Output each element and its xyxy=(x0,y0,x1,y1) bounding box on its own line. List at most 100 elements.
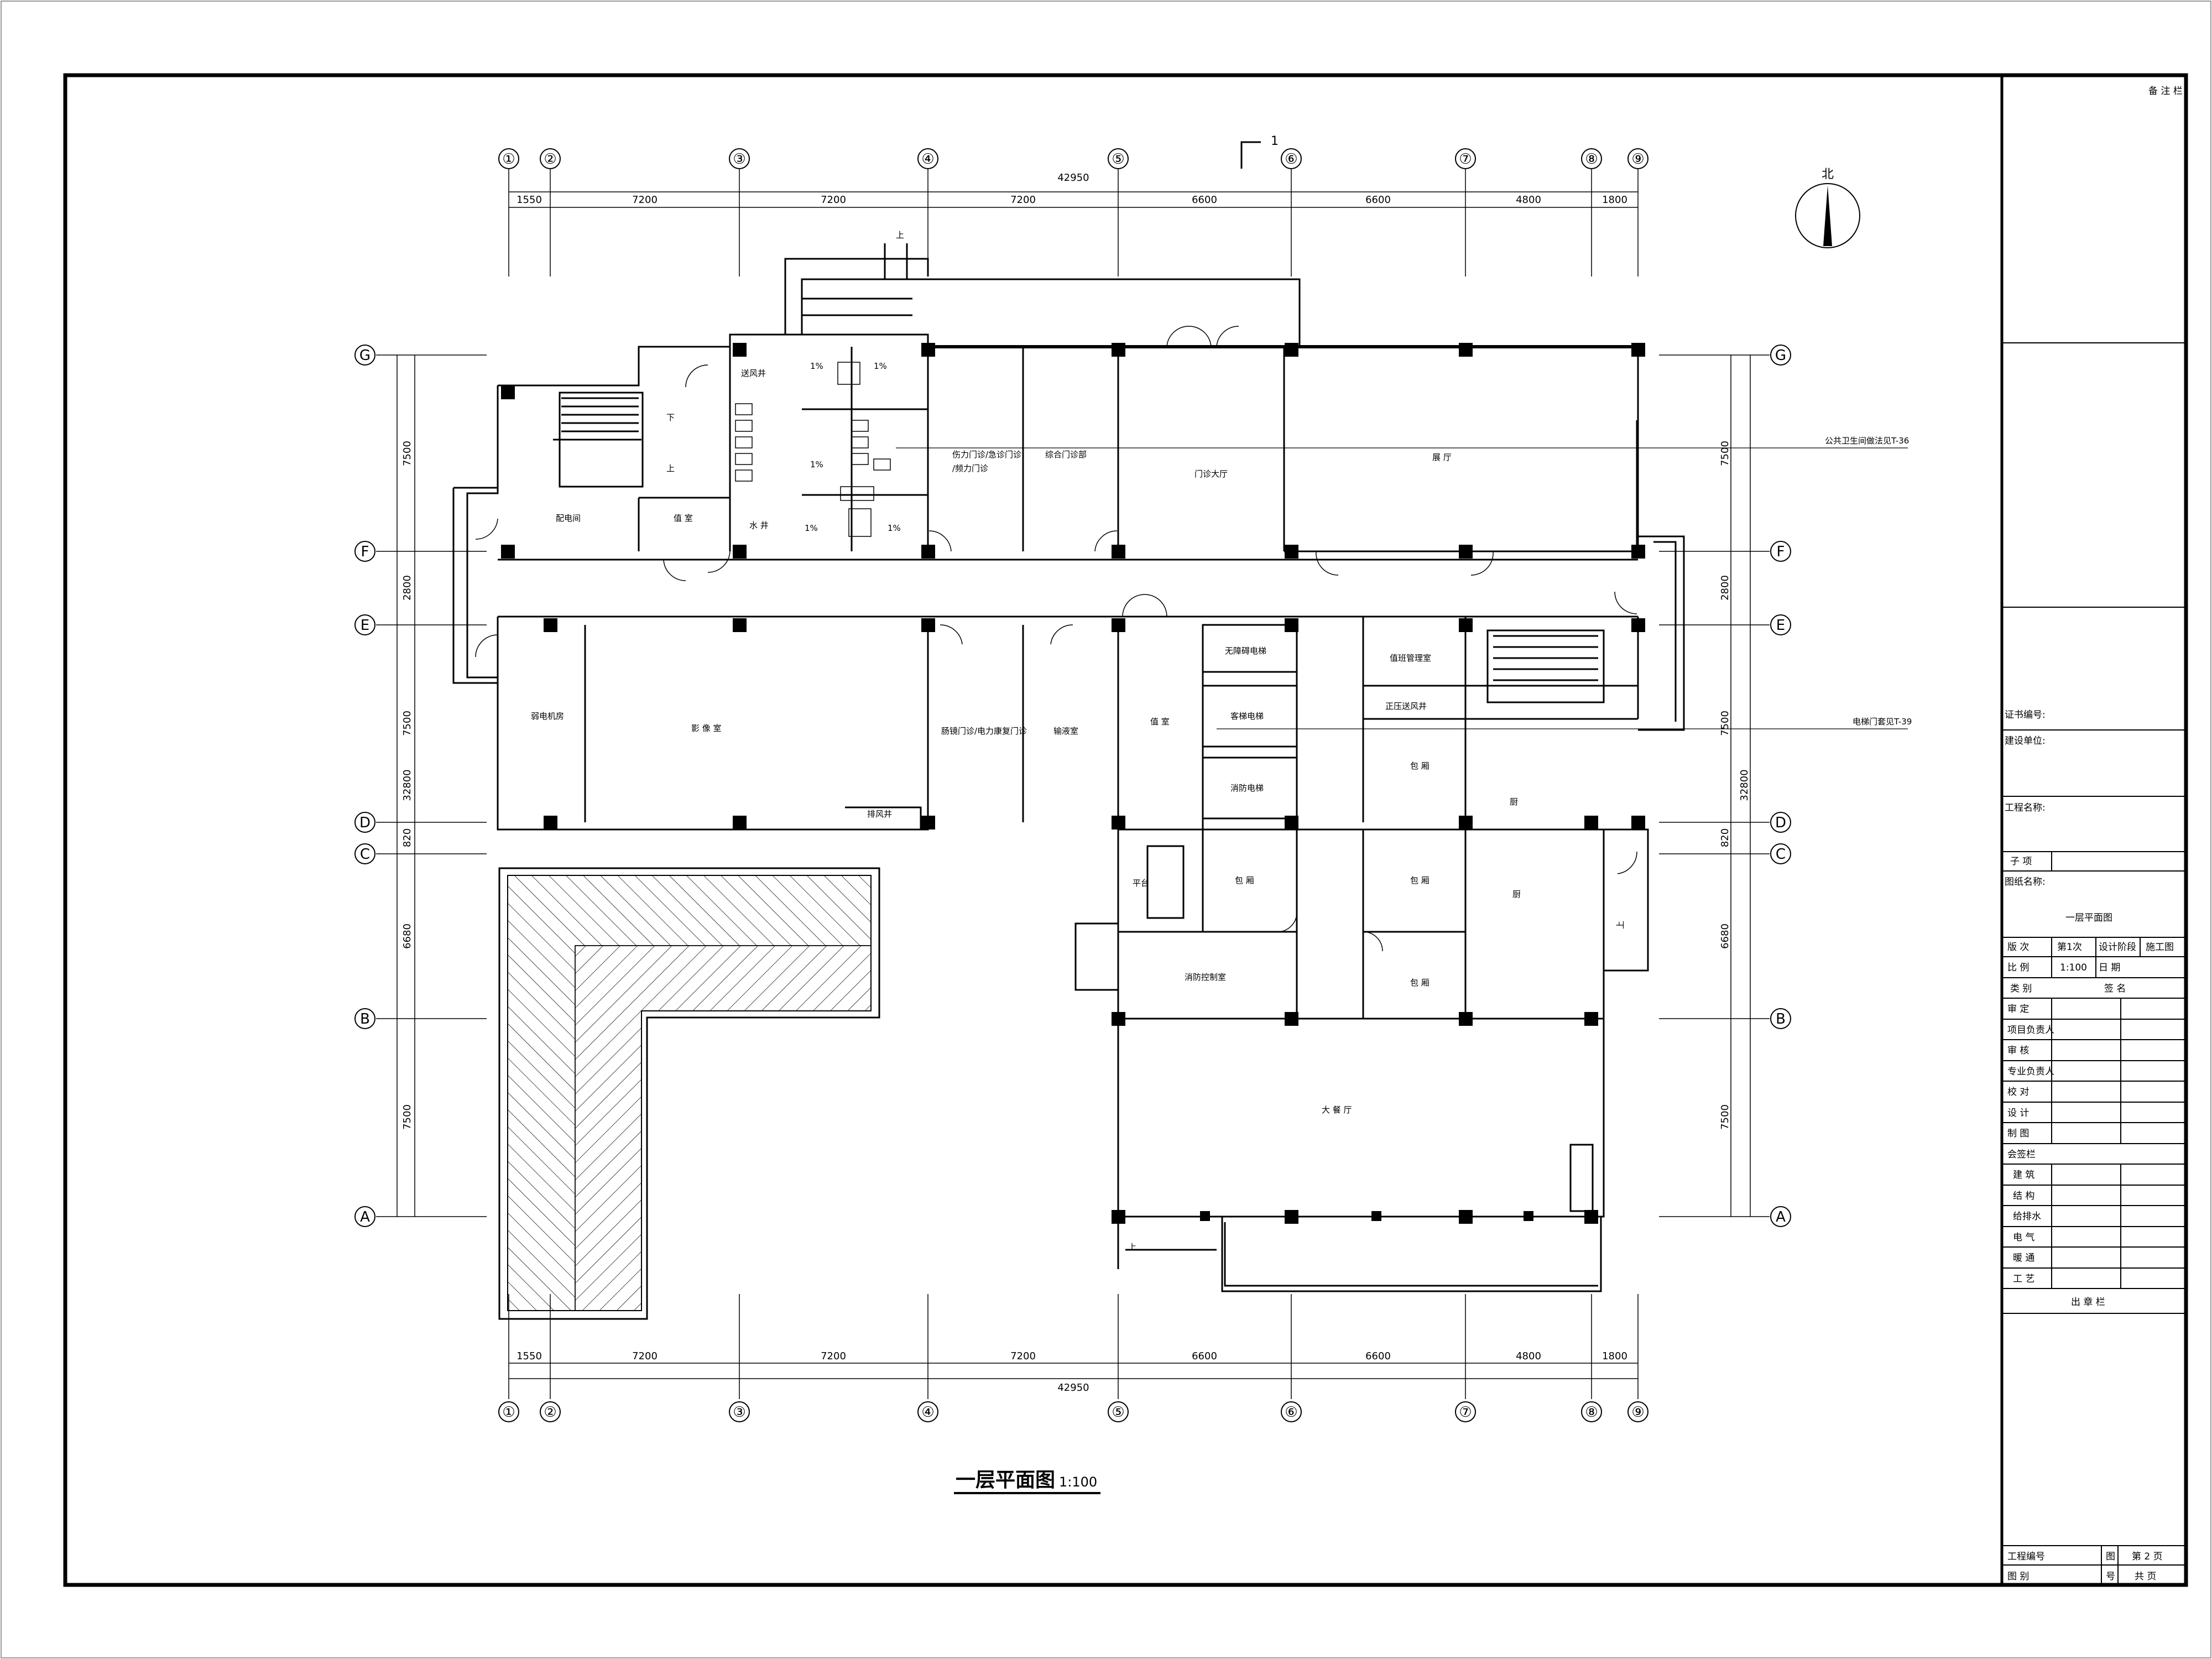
dim-label: 6600 xyxy=(1365,194,1391,206)
room-label: 客梯电梯 xyxy=(1230,711,1264,721)
tb-date-label: 日 期 xyxy=(2099,962,2120,973)
tb-project-no: 工程编号 xyxy=(2007,1551,2045,1562)
grid-col-label: ⑨ xyxy=(1631,151,1644,168)
grid-row-label: D xyxy=(359,815,371,831)
dim-overall: 42950 xyxy=(1057,1382,1089,1394)
tb-version-label: 版 次 xyxy=(2007,942,2029,953)
drawing-scale: 1:100 xyxy=(1059,1474,1097,1490)
dim-overall: 32800 xyxy=(401,769,413,801)
grid-row-label: C xyxy=(360,846,370,863)
axis-grid xyxy=(376,169,1770,1399)
toilet-fixtures xyxy=(735,362,891,537)
north-arrow: 北 xyxy=(1795,168,1860,248)
tb-version: 第1次 xyxy=(2057,942,2082,953)
note-toilet-ref: 公共卫生间做法见T-36 xyxy=(1825,436,1909,446)
slope-label: 1% xyxy=(805,523,818,533)
stair-up-label: 上 xyxy=(1615,921,1625,929)
dims-left: 7500 2800 7500 820 6680 7500 32800 xyxy=(401,441,413,1130)
dim-label: 7200 xyxy=(1010,194,1036,206)
dim-label: 1800 xyxy=(1602,1350,1627,1362)
tb-drawing-no: 图 别 xyxy=(2007,1571,2029,1582)
grid-col-label: ⑦ xyxy=(1459,1404,1472,1421)
dim-label: 7200 xyxy=(632,194,658,206)
grid-row-label: E xyxy=(361,617,369,634)
room-label: 配电间 xyxy=(556,513,581,523)
tb-role: 制 图 xyxy=(2007,1128,2029,1139)
tb-stage-label: 设计阶段 xyxy=(2099,942,2136,953)
dim-overall: 32800 xyxy=(1739,769,1750,801)
room-label: 厨 xyxy=(1510,797,1518,807)
grid-bubbles-right: G F E D C B A xyxy=(1770,345,1791,1227)
dim-label: 7200 xyxy=(821,194,846,206)
tb-sheet-prefix: 图 xyxy=(2106,1551,2115,1562)
grid-col-label: ③ xyxy=(733,1404,745,1421)
dim-label: 7200 xyxy=(821,1350,846,1362)
tb-total: 共 页 xyxy=(2135,1571,2156,1582)
dim-overall: 42950 xyxy=(1057,172,1089,184)
grid-col-label: ④ xyxy=(921,151,934,168)
slope-label: 1% xyxy=(810,460,823,469)
grid-bubbles-top: ① ② ③ ④ ⑤ ⑥ ⑦ ⑧ ⑨ xyxy=(498,148,1648,169)
grid-row-label: F xyxy=(1777,544,1785,560)
grid-row-label: G xyxy=(359,347,371,364)
room-label: 包 厢 xyxy=(1410,978,1430,988)
room-label: 大 餐 厅 xyxy=(1322,1105,1352,1115)
grid-col-label: ① xyxy=(502,1404,515,1421)
tb-stage: 施工图 xyxy=(2146,942,2174,953)
tb-sheet-no: 第 2 页 xyxy=(2132,1551,2163,1562)
grid-row-label: F xyxy=(361,544,369,560)
tb-discipline: 暖 通 xyxy=(2013,1253,2034,1264)
grid-col-label: ④ xyxy=(921,1404,934,1421)
dim-label: 820 xyxy=(1719,828,1731,847)
grid-col-lines xyxy=(508,169,1639,1399)
dim-label: 7500 xyxy=(401,441,413,466)
tb-seal: 出 章 栏 xyxy=(2071,1297,2105,1308)
grid-row-label: A xyxy=(360,1209,370,1225)
tb-discipline: 结 构 xyxy=(2013,1191,2034,1202)
dim-label: 7200 xyxy=(1010,1350,1036,1362)
room-label: 正压送风井 xyxy=(1385,701,1427,711)
tb-role: 校 对 xyxy=(2007,1087,2029,1098)
grid-bubbles-left: G F E D C B A xyxy=(354,345,375,1227)
room-label: 厨 xyxy=(1512,889,1521,899)
building-walls xyxy=(452,243,1685,1292)
grid-col-label: ⑦ xyxy=(1459,151,1472,168)
tb-role: 专业负责人 xyxy=(2007,1066,2054,1077)
room-label: 包 厢 xyxy=(1410,761,1430,771)
structural-columns xyxy=(501,343,1645,1224)
room-label: 无障碍电梯 xyxy=(1225,646,1266,656)
grid-row-label: E xyxy=(1776,617,1785,634)
room-label: 弱电机房 xyxy=(531,711,564,721)
dim-label: 2800 xyxy=(1719,575,1731,601)
north-label: 北 xyxy=(1822,168,1834,181)
grid-col-label: ⑧ xyxy=(1585,1404,1598,1421)
grid-col-label: ③ xyxy=(733,151,745,168)
room-label: 水 井 xyxy=(749,520,769,530)
stair-up-label: 上 xyxy=(896,230,904,240)
drawing-title-block: 一层平面图 1:100 xyxy=(954,1469,1100,1494)
tb-project: 工程名称: xyxy=(2005,802,2046,813)
dims-bottom: 1550 7200 7200 7200 6600 6600 4800 1800 … xyxy=(517,1350,1627,1394)
grid-row-lines xyxy=(376,354,1770,1217)
grid-col-label: ⑤ xyxy=(1112,151,1124,168)
dim-label: 6600 xyxy=(1365,1350,1391,1362)
room-label: 排风井 xyxy=(867,809,892,819)
dims-right: 7500 2800 7500 820 6680 7500 32800 xyxy=(1719,441,1750,1130)
grid-col-label: ⑧ xyxy=(1585,151,1598,168)
tb-discipline: 给排水 xyxy=(2013,1211,2041,1222)
tb-sign: 签 名 xyxy=(2104,983,2126,994)
drawing-frame xyxy=(63,73,2188,1587)
grid-row-label: B xyxy=(360,1011,370,1027)
dim-label: 6680 xyxy=(401,924,413,949)
dim-label: 7500 xyxy=(401,1104,413,1130)
slope-label: 1% xyxy=(874,361,887,371)
room-label: 伤力门诊/急诊门诊 xyxy=(952,450,1021,460)
dim-label: 1550 xyxy=(517,1350,542,1362)
room-label: 门诊大厅 xyxy=(1194,469,1228,479)
dim-label: 1550 xyxy=(517,194,542,206)
tb-cert: 证书编号: xyxy=(2005,709,2046,721)
stair-up-label: 上 xyxy=(666,463,675,473)
tb-sheetname: 一层平面图 xyxy=(2065,912,2112,924)
section-mark-number: 1 xyxy=(1271,134,1279,148)
